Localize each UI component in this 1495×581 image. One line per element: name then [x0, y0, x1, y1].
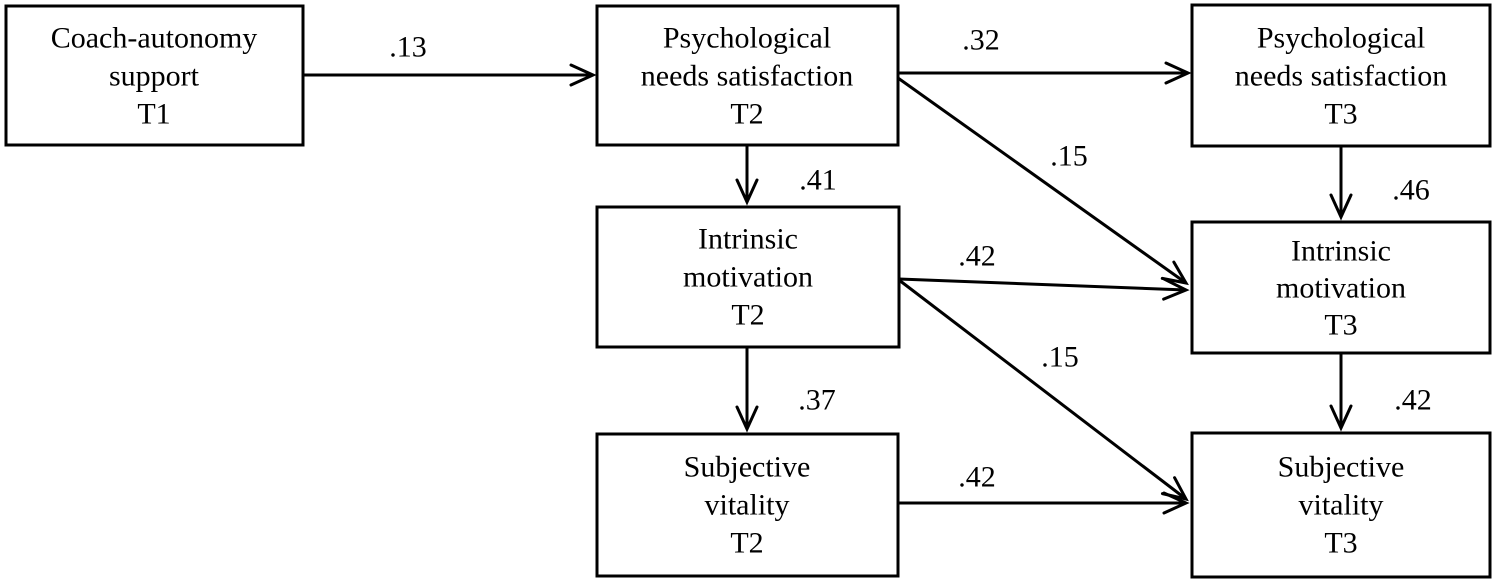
edge-im-t2-to-sv-t3-arrow — [898, 278, 1189, 502]
node-box — [595, 4, 900, 147]
node-label-line: motivation — [683, 261, 813, 294]
edge-pns-t3-to-im-t3-coefficient: .46 — [1392, 174, 1430, 207]
node-box — [1190, 3, 1492, 148]
node-label-line: Subjective — [1278, 451, 1405, 484]
node-label-line: T2 — [730, 98, 763, 131]
node-subjective-vitality-t2: Subjective vitality T2 — [595, 432, 900, 578]
edge-im-t2-to-im-t3-coefficient: .42 — [958, 240, 996, 273]
edges-layer: .13 .32 .41 .15 .42 .37 .15 .42 — [303, 24, 1432, 515]
node-label-line: T2 — [730, 527, 763, 560]
node-label-line: T3 — [1324, 98, 1357, 131]
edge-im-t2-to-sv-t2-coefficient: .37 — [798, 384, 836, 417]
edge-pns-t2-to-im-t2-coefficient: .41 — [799, 164, 837, 197]
node-label-line: T1 — [137, 98, 170, 131]
node-label-line: needs satisfaction — [1235, 60, 1447, 93]
edge-im-t2-to-sv-t3-coefficient: .15 — [1041, 341, 1079, 374]
node-intrinsic-motivation-t3: Intrinsic motivation T3 — [1190, 220, 1492, 355]
edge-im-t2-to-im-t3-arrow — [898, 277, 1190, 301]
edge-pns-t2-to-im-t3-coefficient: .15 — [1050, 140, 1088, 173]
node-box — [1190, 220, 1492, 355]
node-box — [1190, 431, 1492, 579]
node-box — [4, 4, 305, 147]
node-label-line: T3 — [1324, 309, 1357, 342]
node-psychological-needs-satisfaction-t3: Psychological needs satisfaction T3 — [1190, 3, 1492, 148]
node-label-line: T3 — [1324, 527, 1357, 560]
node-label-line: vitality — [705, 489, 790, 522]
node-box — [595, 205, 901, 349]
node-label-line: Coach-autonomy — [51, 22, 258, 55]
edge-cas-t1-to-pns-t2-coefficient: .13 — [389, 31, 427, 64]
node-label-line: needs satisfaction — [641, 60, 853, 93]
node-psychological-needs-satisfaction-t2: Psychological needs satisfaction T2 — [595, 4, 900, 147]
node-label-line: T2 — [731, 299, 764, 332]
node-label-line: Psychological — [1257, 22, 1425, 55]
node-label-line: motivation — [1276, 272, 1406, 305]
node-box — [595, 432, 900, 578]
edge-pns-t2-to-im-t3-arrow — [897, 76, 1189, 286]
edge-im-t3-to-sv-t3-coefficient: .42 — [1394, 384, 1432, 417]
node-label-line: Intrinsic — [698, 223, 798, 256]
nodes-layer: Coach-autonomy support T1 Psychological … — [4, 3, 1492, 579]
edge-pns-t2-to-pns-t3-coefficient: .32 — [962, 24, 1000, 57]
node-label-line: Psychological — [663, 22, 831, 55]
node-intrinsic-motivation-t2: Intrinsic motivation T2 — [595, 205, 901, 349]
node-coach-autonomy-support-t1: Coach-autonomy support T1 — [4, 4, 305, 147]
edge-sv-t2-to-sv-t3-coefficient: .42 — [958, 461, 996, 494]
node-label-line: support — [109, 60, 200, 93]
node-subjective-vitality-t3: Subjective vitality T3 — [1190, 431, 1492, 579]
node-label-line: Intrinsic — [1291, 235, 1391, 268]
node-label-line: Subjective — [684, 451, 811, 484]
node-label-line: vitality — [1299, 489, 1384, 522]
